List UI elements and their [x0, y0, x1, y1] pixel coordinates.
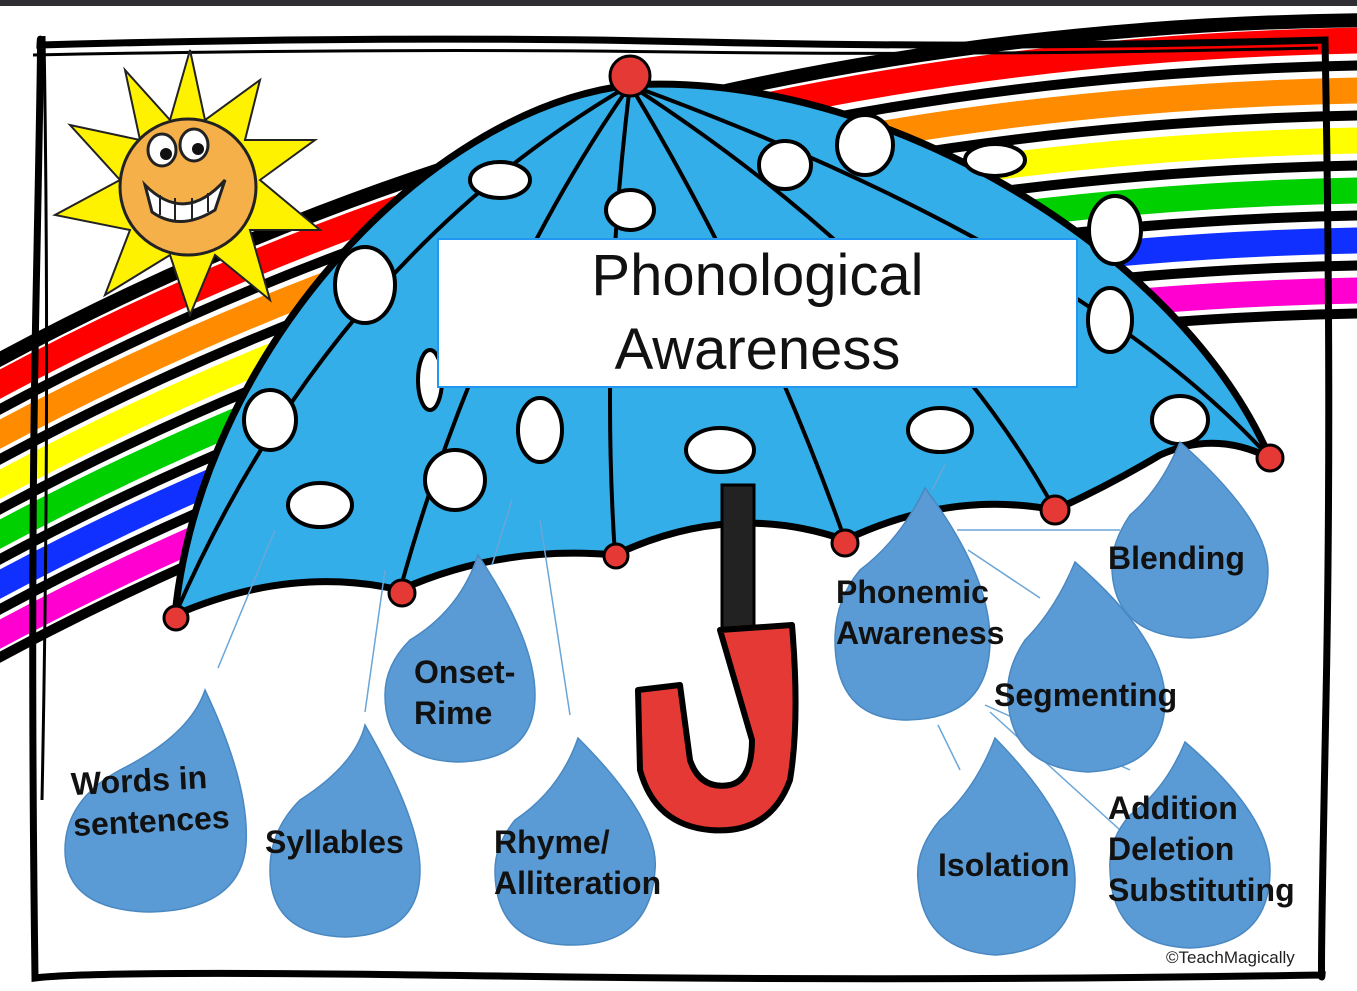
label-blending: Blending: [1108, 538, 1245, 579]
label-rhyme-alliteration: Rhyme/ Alliteration: [494, 822, 661, 904]
label-line: Rime: [414, 693, 515, 734]
label-phonemic-awareness: Phonemic Awareness: [836, 572, 1004, 654]
label-line: Substituting: [1108, 870, 1295, 911]
credit-text: ©TeachMagically: [1166, 948, 1295, 968]
label-isolation: Isolation: [938, 845, 1070, 886]
label-line: Addition: [1108, 788, 1295, 829]
title-line-1: Phonological: [591, 239, 923, 313]
label-addition-deletion-substituting: Addition Deletion Substituting: [1108, 788, 1295, 911]
label-words-in-sentences: Words in sentences: [70, 756, 231, 846]
label-syllables: Syllables: [265, 822, 404, 863]
label-line: Phonemic: [836, 572, 1004, 613]
label-line: Awareness: [836, 613, 1004, 654]
label-line: Deletion: [1108, 829, 1295, 870]
label-line: Onset-: [414, 652, 515, 693]
label-line: sentences: [72, 797, 230, 846]
label-line: Rhyme/: [494, 822, 661, 863]
label-segmenting: Segmenting: [994, 675, 1177, 716]
title-box: Phonological Awareness: [437, 238, 1078, 388]
label-onset-rime: Onset- Rime: [414, 652, 515, 734]
label-line: Alliteration: [494, 863, 661, 904]
title-line-2: Awareness: [615, 313, 901, 387]
